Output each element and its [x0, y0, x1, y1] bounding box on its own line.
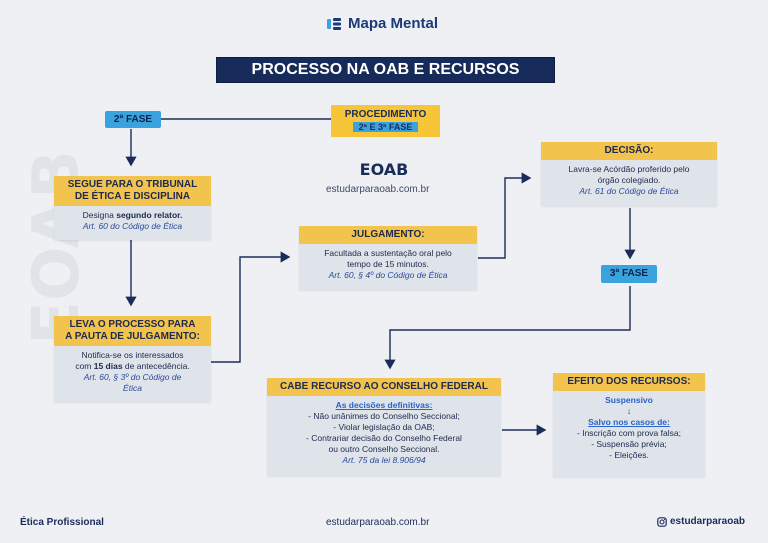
footer-social[interactable]: estudarparaoab — [657, 516, 745, 527]
page-title: PROCESSO NA OAB E RECURSOS — [216, 57, 555, 83]
recurso-item: - Violar legislação da OAB; — [333, 422, 435, 432]
connector-pauta-to-julgamento — [211, 251, 291, 363]
efeito-title: EFEITO DOS RECURSOS: — [553, 373, 705, 391]
decisao-box: DECISÃO: Lavra-se Acórdão proferido pelo… — [541, 142, 717, 206]
pauta-box: LEVA O PROCESSO PARA A PAUTA DE JULGAMEN… — [54, 316, 211, 402]
recurso-item: - Não unânimes do Conselho Seccional; — [308, 411, 460, 421]
eoab-logo: EOAB — [360, 160, 409, 179]
efeito-exceptions-title: Salvo nos casos de: — [588, 417, 670, 427]
svg-text:EOAB: EOAB — [360, 160, 409, 179]
efeito-item: - Suspensão prévia; — [591, 439, 667, 449]
pauta-citation: Art. 60, § 3º do Código de Ética — [83, 372, 182, 393]
phase2-label: 2ª FASE — [105, 111, 161, 128]
tribunal-box: SEGUE PARA O TRIBUNAL DE ÉTICA E DISCIPL… — [54, 176, 211, 240]
julgamento-box: JULGAMENTO: Facultada a sustentação oral… — [299, 226, 477, 290]
pauta-title: LEVA O PROCESSO PARA A PAUTA DE JULGAMEN… — [54, 316, 211, 346]
efeito-box: EFEITO DOS RECURSOS: Suspensivo ↓ Salvo … — [553, 373, 705, 477]
brand-title: Mapa Mental — [348, 15, 439, 32]
procedure-title: PROCEDIMENTO — [344, 109, 427, 120]
footer-social-handle: estudarparaoab — [670, 516, 746, 527]
tribunal-title: SEGUE PARA O TRIBUNAL DE ÉTICA E DISCIPL… — [54, 176, 211, 206]
pauta-body: Notifica-se os interessados com 15 dias … — [54, 346, 211, 398]
mind-map-icon — [327, 17, 341, 30]
procedure-phases: 2ª E 3ª FASE — [352, 122, 419, 132]
recurso-item: ou outro Conselho Seccional. — [328, 444, 440, 454]
tribunal-body: Designa segundo relator. Art. 60 do Códi… — [54, 206, 211, 236]
connector-julgamento-to-decisao — [478, 172, 532, 259]
recurso-citation: Art. 75 da lei 8.906/94 — [342, 455, 426, 465]
recurso-title: CABE RECURSO AO CONSELHO FEDERAL — [267, 378, 501, 396]
recurso-box: CABE RECURSO AO CONSELHO FEDERAL As deci… — [267, 378, 501, 476]
julgamento-title: JULGAMENTO: — [299, 226, 477, 244]
recurso-body: As decisões definitivas: - Não unânimes … — [267, 396, 501, 470]
julgamento-citation: Art. 60, § 4º do Código de Ética — [328, 270, 448, 280]
julgamento-body: Facultada a sustentação oral pelo tempo … — [299, 244, 477, 285]
efeito-suspensivo: Suspensivo — [605, 395, 653, 405]
footer-left: Ética Profissional — [20, 517, 104, 528]
efeito-body: Suspensivo ↓ Salvo nos casos de: - Inscr… — [553, 391, 705, 465]
procedure-box: PROCEDIMENTO 2ª E 3ª FASE — [331, 105, 440, 137]
decisao-body: Lavra-se Acórdão proferido pelo órgão co… — [541, 160, 717, 201]
instagram-icon — [657, 516, 667, 527]
connector-phase3-to-recurso — [384, 286, 631, 370]
decisao-title: DECISÃO: — [541, 142, 717, 160]
decisao-citation: Art. 61 do Código de Ética — [579, 186, 679, 196]
efeito-item: - Eleições. — [609, 450, 649, 460]
recurso-item: - Contrariar decisão do Conselho Federal — [306, 433, 462, 443]
site-url-center: estudarparaoab.com.br — [326, 184, 430, 195]
recurso-subtitle: As decisões definitivas: — [335, 400, 433, 410]
down-arrow-icon: ↓ — [626, 406, 632, 416]
efeito-item: - Inscrição com prova falsa; — [577, 428, 681, 438]
footer-site[interactable]: estudarparaoab.com.br — [326, 517, 430, 528]
tribunal-citation: Art. 60 do Código de Ética — [82, 221, 183, 231]
phase3-label: 3ª FASE — [601, 265, 657, 283]
brand: Mapa Mental — [326, 15, 438, 32]
